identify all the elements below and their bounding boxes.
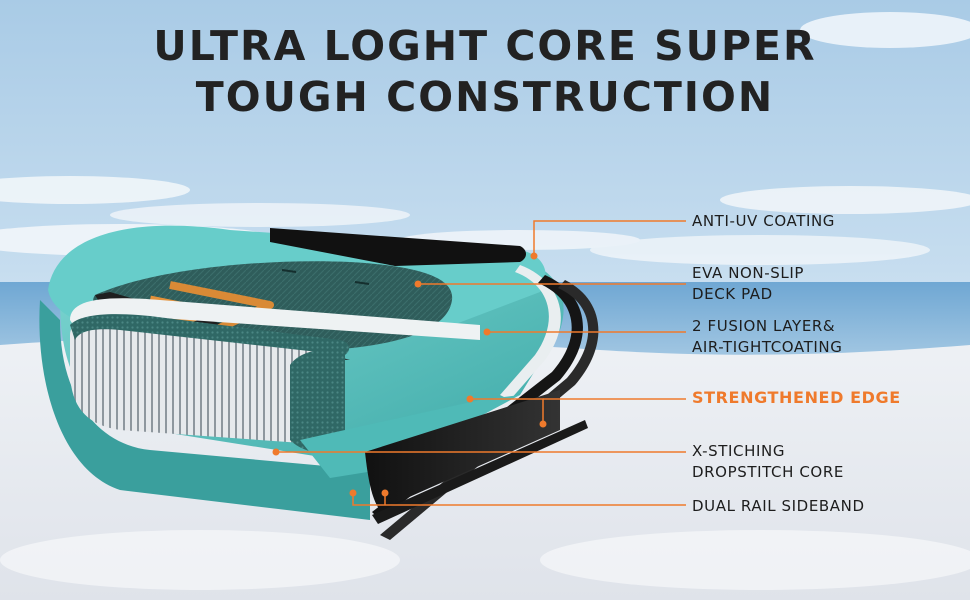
callout-rail-line1: DUAL RAIL SIDEBAND <box>692 497 865 515</box>
callout-dropstitch-core: X-STICHING DROPSTITCH CORE <box>692 441 844 483</box>
callout-fusion-layer: 2 FUSION LAYER& AIR-TIGHTCOATING <box>692 316 842 358</box>
callout-eva-deck-pad: EVA NON-SLIP DECK PAD <box>692 263 804 305</box>
callout-leaders <box>276 220 686 506</box>
headline-line-2: TOUGH CONSTRUCTION <box>195 73 775 121</box>
callout-core-line1: X-STICHING <box>692 442 786 460</box>
callout-eva-line1: EVA NON-SLIP <box>692 264 805 282</box>
callout-dots <box>272 252 547 497</box>
callout-fusion-line2: AIR-TIGHTCOATING <box>692 338 843 356</box>
headline-line-1: ULTRA LOGHT CORE SUPER <box>153 22 817 70</box>
callout-core-line2: DROPSTITCH CORE <box>692 463 844 481</box>
callout-edge-line1: STRENGTHENED EDGE <box>692 388 901 407</box>
board <box>39 225 599 540</box>
callout-eva-line2: DECK PAD <box>692 285 773 303</box>
callout-anti-uv-line1: ANTI-UV COATING <box>692 212 836 230</box>
callout-dual-rail: DUAL RAIL SIDEBAND <box>692 496 865 517</box>
callout-strengthened-edge: STRENGTHENED EDGE <box>692 387 901 408</box>
callout-anti-uv: ANTI-UV COATING <box>692 211 835 232</box>
callout-fusion-line1: 2 FUSION LAYER& <box>692 317 836 335</box>
